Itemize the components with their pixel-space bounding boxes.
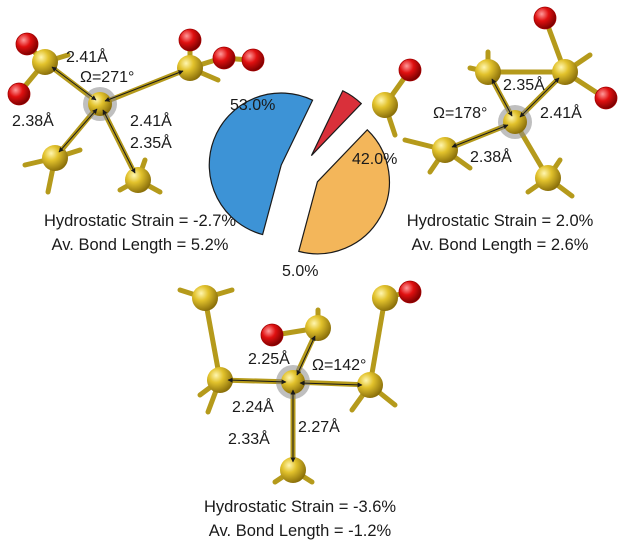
oxygen-atom [241,48,265,72]
bond-length-label: 2.35Å [130,133,172,152]
bond-length-label: 2.33Å [228,429,270,448]
silicon-atom [281,370,305,394]
silicon-atom [475,59,501,85]
silicon-atom [192,285,218,311]
slice-label-blue: 53.0% [230,97,275,114]
bond-length-label: 2.41Å [130,111,172,130]
omega-angle-label: Ω=142° [312,357,366,374]
bond-length-label: 2.35Å [503,75,545,94]
structure-1-arrows [51,66,184,174]
structure-1: 2.41Å Ω=271° 2.38Å 2.41Å 2.35Å Hydrostat… [7,28,265,254]
structure-2-bond-length: Av. Bond Length = 2.6% [412,236,589,254]
bond-length-label: 2.38Å [12,111,54,130]
omega-angle-label: Ω=271° [80,69,134,86]
silicon-atom [535,165,561,191]
silicon-atom [357,372,383,398]
structure-1-bond-length: Av. Bond Length = 5.2% [52,236,229,254]
bond-length-label: 2.27Å [298,417,340,436]
structure-3: 2.25Å Ω=142° 2.24Å 2.27Å 2.33Å Hydrostat… [177,280,422,540]
structure-3-arrows [227,335,363,463]
bond-length-label: 2.38Å [470,147,512,166]
slice-label-red: 5.0% [282,263,318,280]
silicon-atom [280,457,306,483]
oxygen-atom [260,323,284,347]
silicon-atom [207,367,233,393]
oxygen-atom [533,6,557,30]
silicon-atom [372,92,398,118]
silicon-atom [32,49,58,75]
silicon-atom [372,285,398,311]
slice-label-orange: 42.0% [352,151,397,168]
structure-1-strain: Hydrostatic Strain = -2.7% [44,212,236,230]
bond-length-label: 2.25Å [248,349,290,368]
structure-2-strain: Hydrostatic Strain = 2.0% [407,212,594,230]
silicon-atom [125,167,151,193]
oxygen-atom [212,46,236,70]
structure-2-arrows [451,77,560,148]
pie-slice-red [310,89,363,156]
oxygen-atom [398,280,422,304]
oxygen-atom [594,86,618,110]
pie-slice-orange [298,129,391,255]
structure-3-bond-length: Av. Bond Length = -1.2% [209,522,392,540]
omega-angle-label: Ω=178° [433,105,487,122]
silicon-atom [42,145,68,171]
oxygen-atom [15,32,39,56]
silicon-atom [432,137,458,163]
silicon-atom [177,55,203,81]
bond-length-label: 2.41Å [540,103,582,122]
pie-chart [208,89,391,255]
bond-length-label: 2.41Å [66,47,108,66]
silicon-atom [305,315,331,341]
structure-3-atoms [192,280,422,483]
oxygen-atom [7,82,31,106]
oxygen-atom [178,28,202,52]
oxygen-atom [398,58,422,82]
structure-2: 2.35Å 2.41Å Ω=178° 2.38Å Hydrostatic Str… [372,6,618,254]
silicon-atom [88,92,112,116]
structure-3-strain: Hydrostatic Strain = -3.6% [204,498,396,516]
bond-length-label: 2.24Å [232,397,274,416]
pie-slice-blue [208,92,314,236]
